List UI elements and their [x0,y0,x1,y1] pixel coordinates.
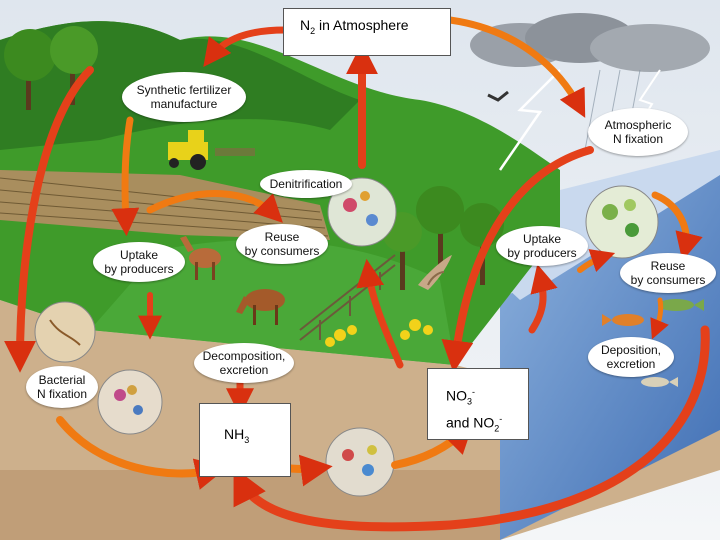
n2-sub: 2 [310,25,316,36]
label-line: excretion [219,363,269,377]
label-line: Reuse [264,230,300,244]
denitrification-label: Denitrification [260,170,352,198]
horse-icon [180,236,285,325]
bacteria-icon [34,177,659,497]
n2-suffix: in Atmosphere [315,17,409,33]
nh3-label: NH [224,426,245,442]
bird-icon [487,90,509,102]
label-line: Decomposition, [202,349,286,363]
n2-atmosphere-box: N2 in Atmosphere [283,8,451,56]
label-line: Uptake [119,248,159,262]
label-line: Synthetic fertilizer [136,83,232,97]
label-line: Atmospheric [604,118,672,132]
label-line: Uptake [522,232,562,246]
nh3-box: NH3 [199,403,291,477]
label-line: N fixation [36,387,88,401]
fish-icon [602,299,704,387]
label-line: Reuse [650,259,686,273]
label-line: by consumers [630,273,706,287]
deposition-label: Deposition,excretion [588,337,674,377]
nitrite-label: and NO [446,415,495,432]
nitrite-sub: 2 [494,423,500,434]
label-line: by consumers [244,244,320,258]
flowers [325,319,433,347]
nitrate-nitrite-box: NO3- and NO2- [427,368,529,440]
nh3-sub: 3 [244,434,250,445]
tree-icon [4,26,504,290]
label-line: by producers [104,262,174,276]
decomposition-label: Decomposition,excretion [194,343,294,383]
label-line: N fixation [612,132,664,146]
nitrate-sup: - [472,387,476,397]
label-line: Bacterial [38,373,86,387]
label-line: manufacture [150,97,218,111]
nitrite-sup: - [499,414,503,425]
label-line: excretion [606,357,656,371]
flow-arrows [4,16,710,532]
label-line: by producers [507,246,577,260]
nitrate-sub: 3 [467,396,473,407]
label-line: Deposition, [600,343,662,357]
tractor-icon [168,130,255,170]
n2-label: N [300,17,311,33]
label-line: Denitrification [269,177,343,191]
hawk-icon [418,255,452,290]
nitrate-label: NO [446,387,467,404]
